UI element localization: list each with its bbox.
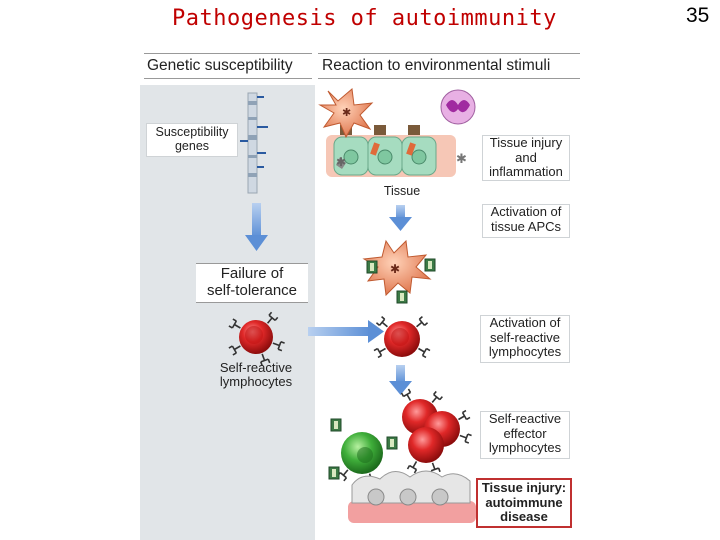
activated-lymphocyte-cell (373, 315, 431, 359)
chromosome-icon (240, 92, 268, 194)
activation-apcs-line2: tissue APCs (490, 218, 562, 234)
self-reactive-lymphocytes-label: Self-reactive lymphocytes (206, 360, 306, 390)
effector-line1: Self-reactive (488, 411, 562, 426)
autoimmune-disease-label: Tissue injury: autoimmune disease (476, 478, 572, 528)
self-reactive-lymphocyte-cell (228, 311, 286, 367)
svg-text:✱: ✱ (456, 152, 467, 167)
susceptibility-genes-line1: Susceptibility (155, 125, 229, 139)
tissue-illustration: ✱ ✱ ✱ (318, 88, 476, 177)
disease-line2: autoimmune (485, 494, 563, 510)
activation-lymph-line3: lymphocytes (488, 344, 562, 360)
effector-lymphocyte-cluster (328, 388, 473, 487)
tissue-injury-line2: and (515, 149, 537, 165)
diagram-artwork: ✱ ✱ ✱ ✱ (228, 88, 476, 523)
tissue-injury-line1: Tissue injury (489, 135, 563, 150)
effector-down-arrow (389, 365, 412, 395)
horizontal-arrow (308, 320, 384, 343)
susceptibility-genes-line2: genes (174, 139, 210, 153)
failure-line2: self-tolerance (206, 281, 298, 299)
tissue-label: Tissue (383, 184, 421, 198)
tissue-injury-line3: inflammation (489, 164, 563, 180)
tissue-injury-inflammation-label: Tissue injury and inflammation (482, 135, 570, 181)
tissue-down-arrow (389, 205, 412, 231)
genetic-susceptibility-header: Genetic susceptibility (144, 53, 312, 79)
activation-lymph-line2: self-reactive (489, 329, 561, 345)
damaged-tissue (348, 470, 476, 523)
activated-apc-cell: ✱ (362, 239, 436, 304)
svg-text:✱: ✱ (390, 262, 400, 276)
effector-lymphocytes-label: Self-reactive effector lymphocytes (480, 411, 570, 459)
svg-text:✱: ✱ (336, 155, 346, 169)
failure-self-tolerance-label: Failure of self-tolerance (196, 263, 308, 303)
activation-apcs-line1: Activation of (490, 204, 562, 219)
effector-line3: lymphocytes (488, 440, 562, 456)
genetic-panel-background (140, 85, 315, 540)
effector-line2: effector (503, 425, 547, 441)
slide-title: Pathogenesis of autoimmunity (172, 6, 557, 31)
left-down-arrow (245, 203, 268, 251)
environment-header: Reaction to environmental stimuli (318, 53, 580, 79)
svg-text:✱: ✱ (342, 106, 351, 119)
activation-lymphocytes-label: Activation of self-reactive lymphocytes (480, 315, 570, 363)
activation-lymph-line1: Activation of (489, 315, 561, 330)
disease-line3: disease (500, 509, 548, 525)
activation-apcs-label: Activation of tissue APCs (482, 204, 570, 238)
self-reactive-line2: lymphocytes (219, 374, 293, 390)
failure-line1: Failure of (220, 265, 284, 282)
page-number: 35 (686, 4, 710, 27)
autoimmunity-diagram: ✱ ✱ ✱ ✱ (140, 45, 580, 540)
self-reactive-line1: Self-reactive (219, 360, 293, 375)
disease-line1: Tissue injury: (481, 480, 567, 495)
susceptibility-genes-label: Susceptibility genes (146, 123, 238, 157)
